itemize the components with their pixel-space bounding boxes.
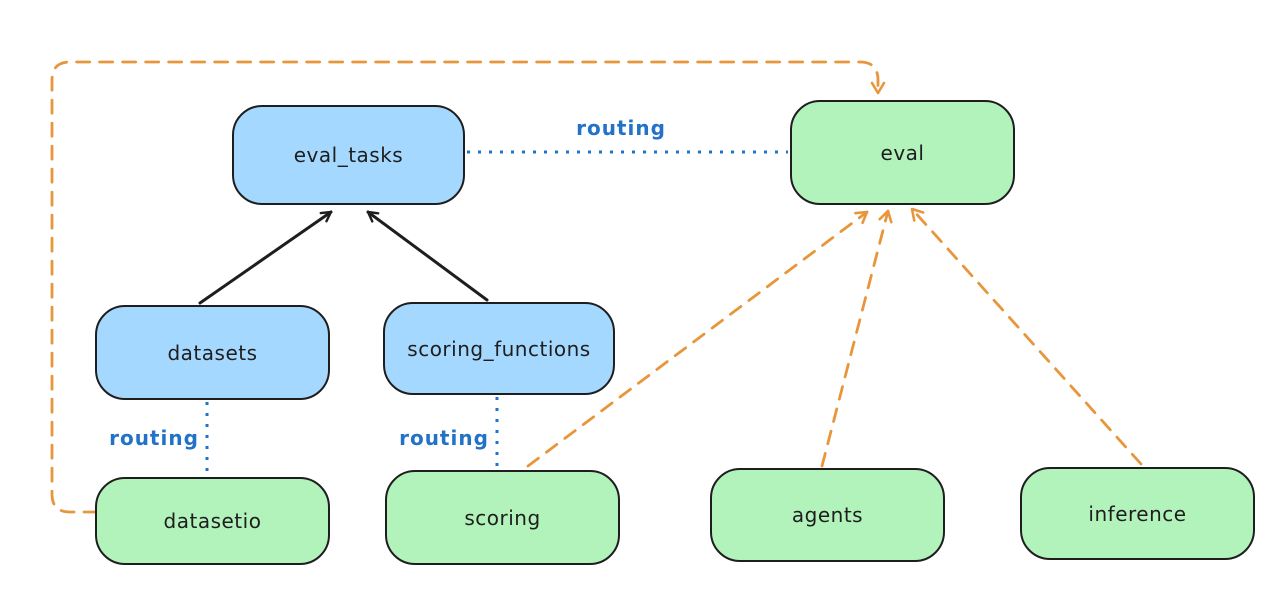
node-inference-label: inference — [1088, 501, 1187, 526]
node-scoring: scoring — [385, 470, 620, 565]
node-eval-tasks: eval_tasks — [232, 105, 465, 205]
node-datasets-label: datasets — [167, 340, 258, 365]
node-scoring-label: scoring — [464, 505, 541, 530]
node-eval-tasks-label: eval_tasks — [293, 143, 404, 167]
node-agents: agents — [710, 468, 945, 562]
node-eval: eval — [790, 100, 1015, 205]
node-datasets: datasets — [95, 305, 330, 400]
node-scoring-functions-label: scoring_functions — [407, 336, 591, 361]
routing-label-scoring-functions-scoring: routing — [399, 426, 489, 450]
node-inference: inference — [1020, 467, 1255, 560]
routing-label-datasets-datasetio: routing — [109, 426, 199, 450]
routing-label-eval-tasks-eval: routing — [576, 116, 666, 140]
edge-datasets-to-eval-tasks — [198, 210, 333, 305]
edge-inference-to-eval — [910, 207, 1143, 466]
node-datasetio-label: datasetio — [163, 509, 262, 533]
edge-agents-to-eval — [820, 209, 893, 468]
node-eval-label: eval — [880, 140, 925, 165]
node-datasetio: datasetio — [95, 477, 330, 565]
edge-scoring-functions-to-eval-tasks — [366, 210, 489, 302]
node-scoring-functions: scoring_functions — [383, 302, 615, 395]
node-agents-label: agents — [791, 503, 864, 527]
